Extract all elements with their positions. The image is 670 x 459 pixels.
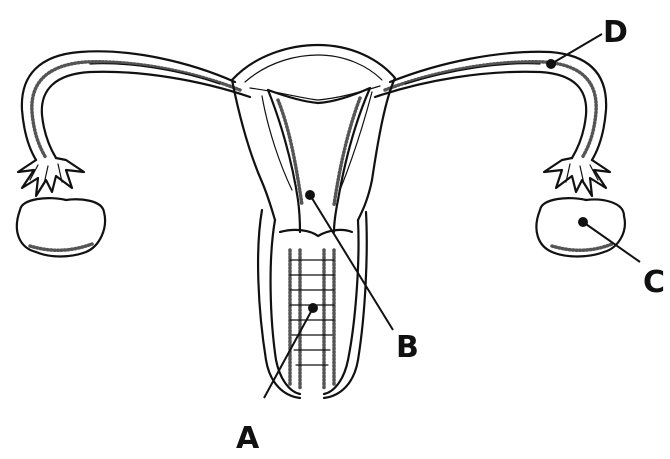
- label-c: C: [643, 265, 665, 300]
- right-fimbriae: [544, 158, 610, 196]
- label-d: D: [603, 15, 628, 50]
- right-ovary: [536, 198, 624, 256]
- left-fimbriae: [18, 158, 84, 196]
- left-fallopian-tube: [22, 51, 250, 160]
- label-a: A: [236, 421, 260, 456]
- right-fallopian-tube: [375, 52, 606, 160]
- label-b: B: [396, 330, 419, 365]
